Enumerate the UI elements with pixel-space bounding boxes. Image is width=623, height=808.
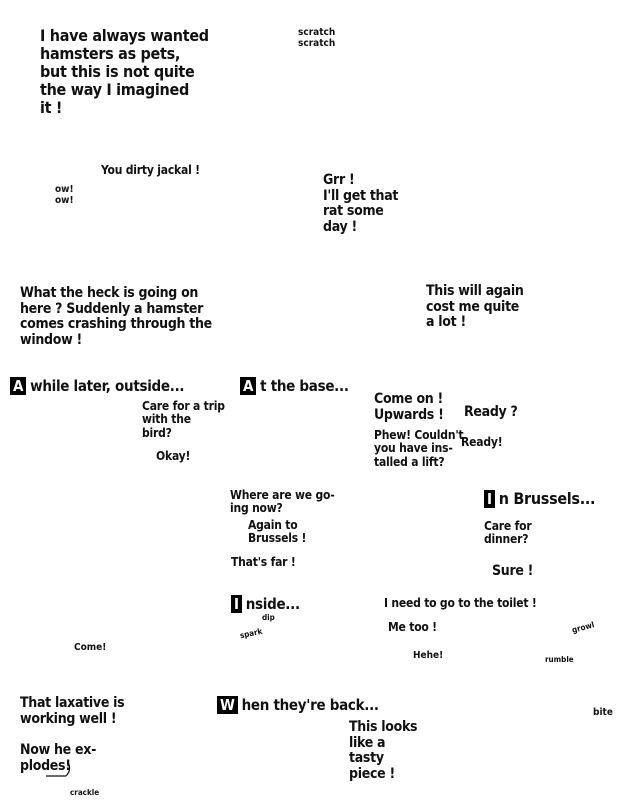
speech-where-going: Where are we go- ing now? bbox=[230, 488, 335, 516]
speech-thats-far: That's far ! bbox=[231, 555, 296, 569]
speech-bubble-tail-icon bbox=[46, 761, 71, 777]
speech-ready-question: Ready ? bbox=[464, 404, 518, 420]
caption-text: hen they're back... bbox=[241, 696, 379, 714]
caption-text: while later, outside... bbox=[30, 377, 185, 395]
speech-toilet: I need to go to the toilet ! bbox=[384, 596, 537, 610]
sfx-crackle: crackle bbox=[70, 788, 100, 797]
sfx-scratch: scratch scratch bbox=[298, 27, 336, 50]
sfx-ow: ow! ow! bbox=[55, 184, 74, 207]
caption-text: n Brussels... bbox=[498, 489, 596, 508]
sfx-rumble: rumble bbox=[545, 655, 574, 664]
speech-hehe: Hehe! bbox=[413, 650, 444, 661]
speech-come-on: Come on ! Upwards ! bbox=[374, 391, 444, 423]
caption-text: nside... bbox=[245, 595, 300, 613]
speech-dirty-jackal: You dirty jackal ! bbox=[101, 163, 200, 177]
sfx-growl: growl bbox=[570, 620, 596, 635]
drop-cap: I bbox=[231, 595, 242, 613]
speech-explodes: Now he ex- plodes! bbox=[20, 742, 97, 774]
speech-tasty-piece: This looks like a tasty piece ! bbox=[349, 719, 418, 783]
speech-okay: Okay! bbox=[156, 449, 191, 463]
drop-cap: I bbox=[484, 490, 495, 508]
speech-again-brussels: Again to Brussels ! bbox=[248, 518, 307, 546]
speech-care-for-dinner: Care for dinner? bbox=[484, 519, 532, 547]
speech-me-too: Me too ! bbox=[388, 620, 437, 634]
speech-care-for-trip: Care for a trip with the bird? bbox=[142, 399, 225, 440]
narration-hamsters: I have always wanted hamsters as pets, b… bbox=[40, 26, 209, 117]
speech-what-the-heck: What the heck is going on here ? Suddenl… bbox=[20, 285, 212, 349]
drop-cap: A bbox=[10, 377, 27, 395]
sfx-bite: bite bbox=[593, 707, 613, 718]
drop-cap: W bbox=[217, 696, 238, 714]
speech-cost: This will again cost me quite a lot ! bbox=[426, 283, 524, 331]
speech-grr: Grr ! I'll get that rat some day ! bbox=[323, 172, 399, 236]
caption-text: t the base... bbox=[260, 377, 349, 395]
speech-come: Come! bbox=[74, 642, 107, 653]
speech-phew: Phew! Couldn't you have ins- talled a li… bbox=[374, 428, 464, 469]
sfx-dip: dip bbox=[262, 613, 275, 622]
sfx-spark: spark bbox=[239, 626, 264, 641]
speech-ready: Ready! bbox=[461, 435, 503, 449]
drop-cap: A bbox=[240, 377, 257, 395]
speech-laxative: That laxative is working well ! bbox=[20, 695, 125, 727]
speech-sure: Sure ! bbox=[492, 563, 534, 579]
